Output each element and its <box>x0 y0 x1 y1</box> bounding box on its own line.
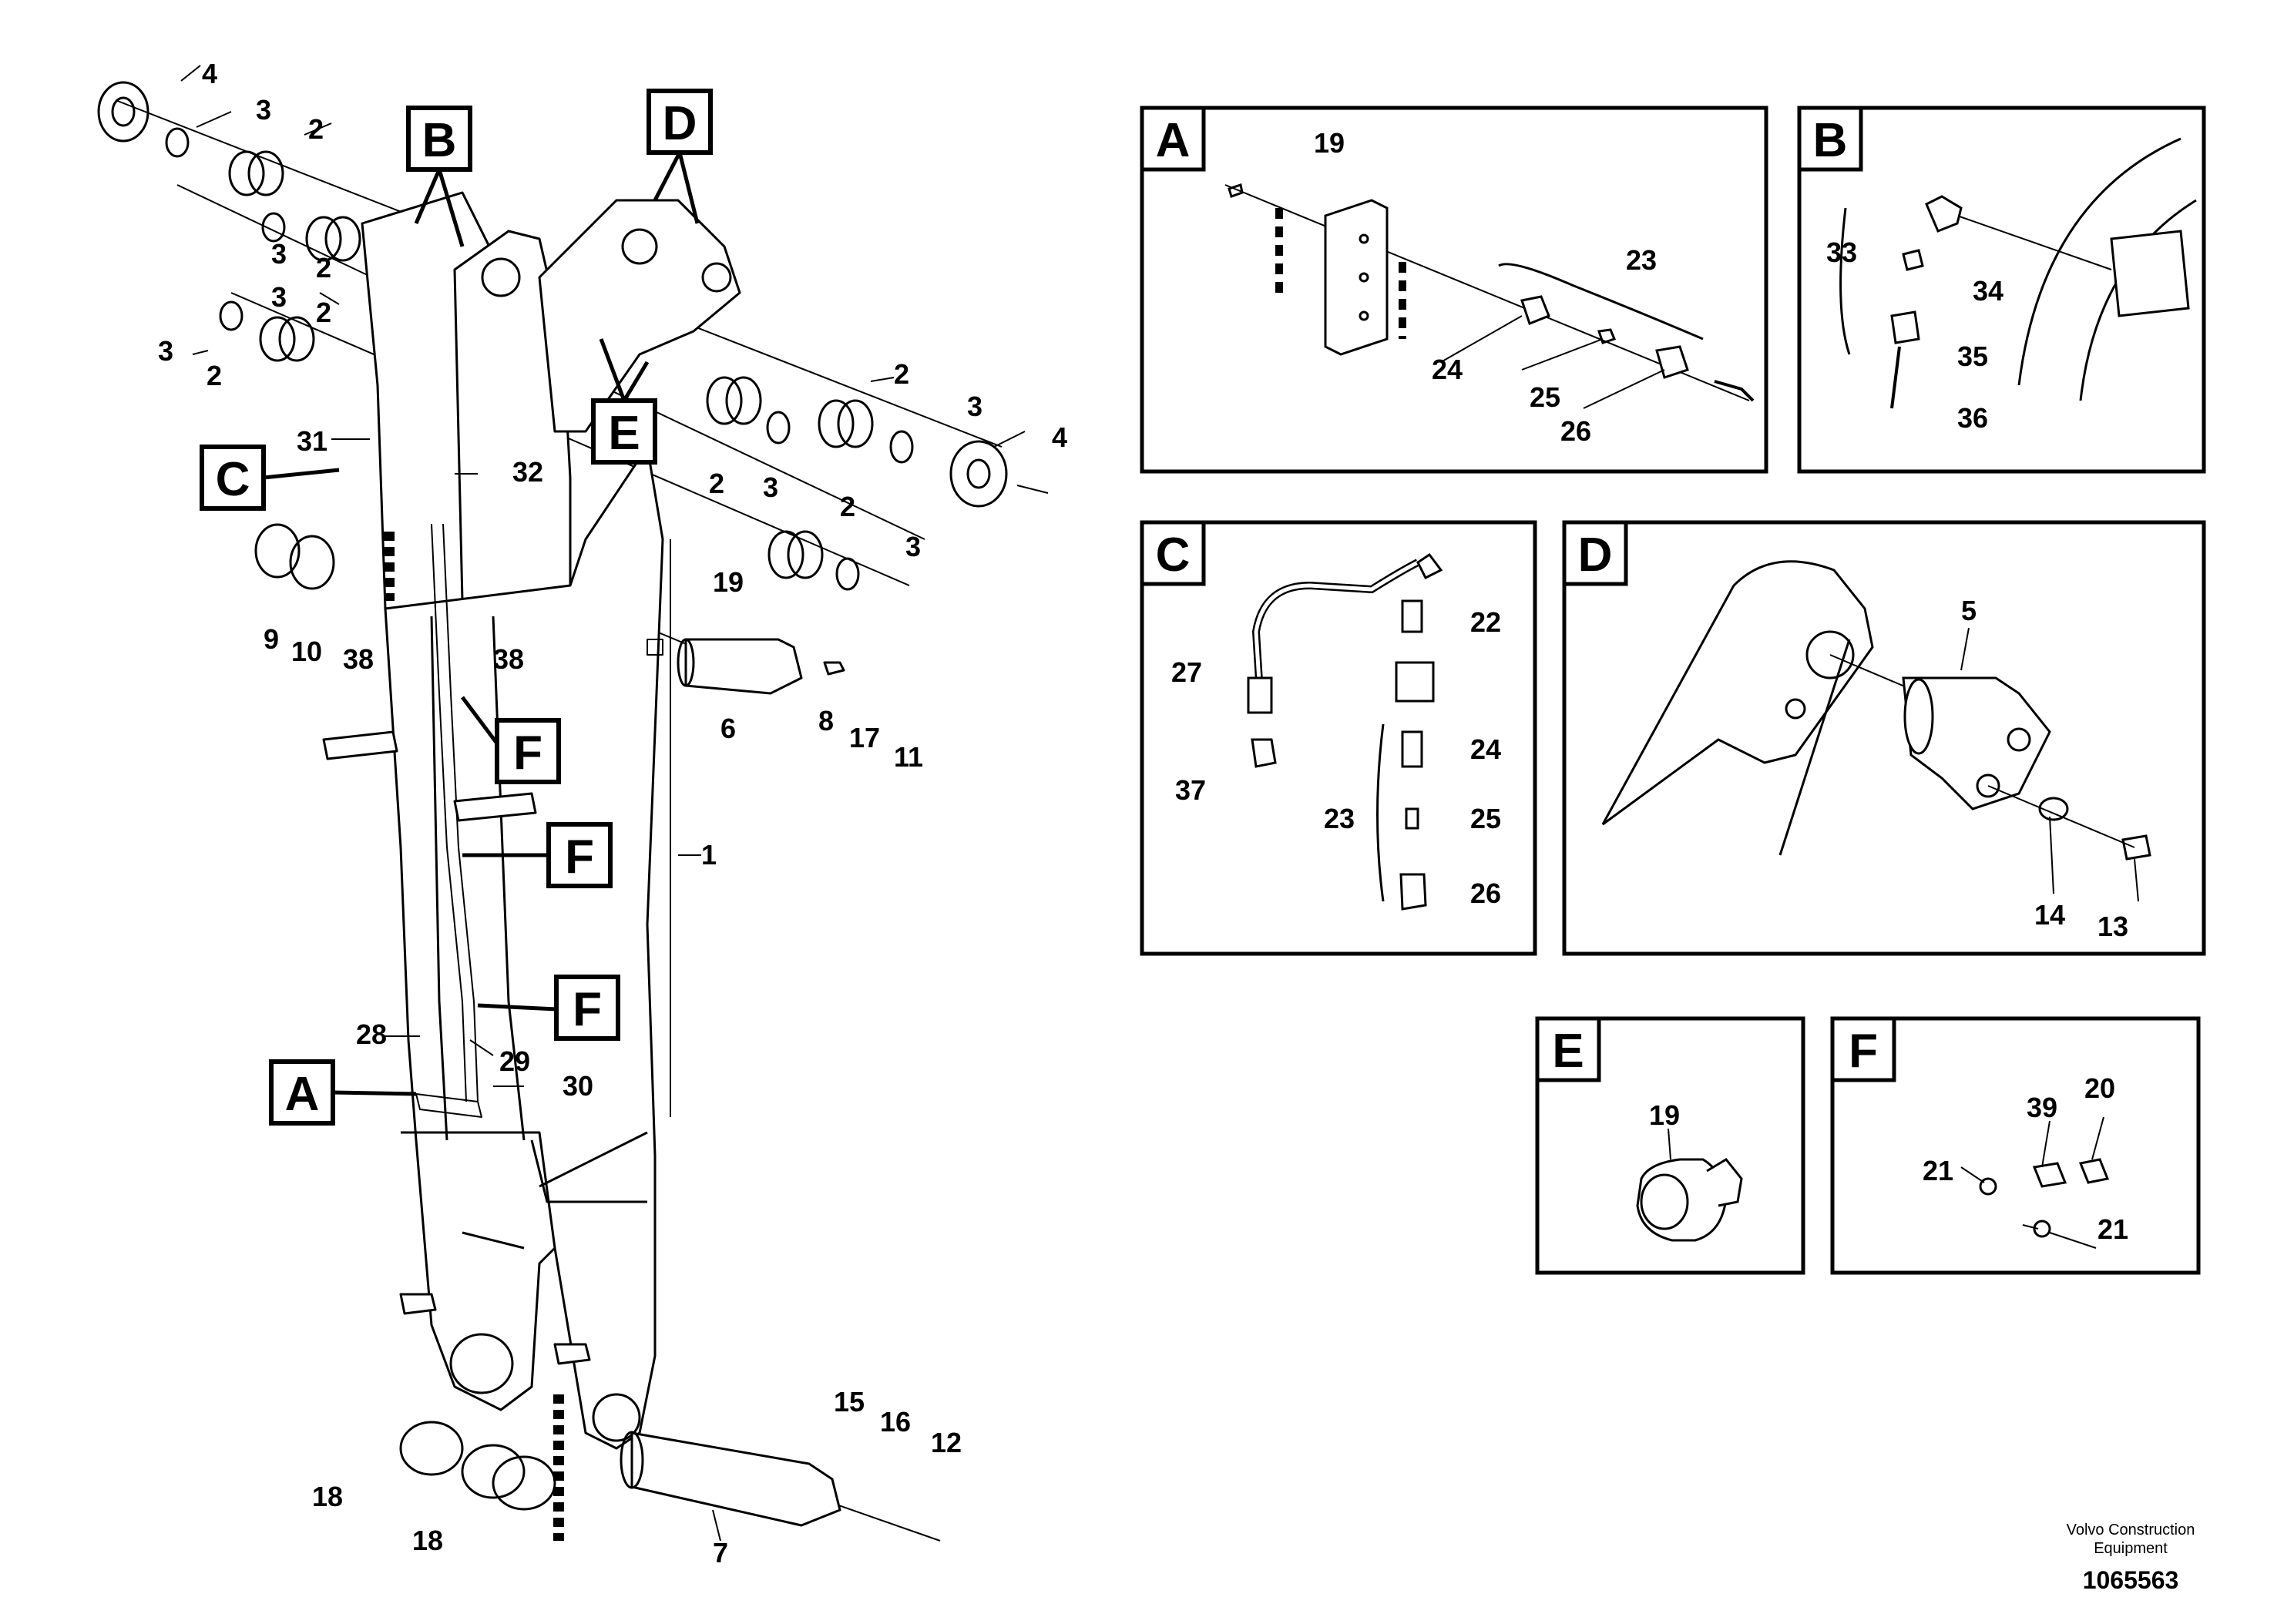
part-label: 2 <box>894 358 909 390</box>
part-label: 13 <box>2098 911 2128 942</box>
part-label: 34 <box>1973 275 2003 307</box>
callout-D-main: D <box>647 89 713 224</box>
detail-panel-E: E 19 <box>1535 1016 1805 1275</box>
part-label: 3 <box>905 531 921 562</box>
part-label: 17 <box>849 722 880 753</box>
part-label: 39 <box>2027 1092 2057 1123</box>
part-label: 3 <box>271 281 287 313</box>
callout-F-label: F <box>573 983 602 1036</box>
part-label: 36 <box>1957 402 1988 434</box>
part-label: 2 <box>207 360 222 391</box>
part-label: 25 <box>1470 803 1501 834</box>
callout-C-main: C <box>200 445 340 511</box>
part-label: 3 <box>271 238 287 270</box>
callout-F-main-3: F <box>477 975 620 1041</box>
part-label: 20 <box>2084 1072 2115 1104</box>
panel-A-title: A <box>1156 114 1191 167</box>
part-label: 24 <box>1432 354 1463 385</box>
part-label: 30 <box>563 1070 593 1102</box>
part-label: 4 <box>202 58 217 89</box>
callout-A-label: A <box>285 1068 320 1121</box>
callout-B-main: B <box>406 106 472 247</box>
part-label: 19 <box>1314 127 1345 159</box>
part-label: 2 <box>316 252 331 284</box>
part-label: 25 <box>1530 381 1560 413</box>
main-part-labels: 4 3 2 3 2 3 2 3 2 31 32 2 3 4 2 3 2 3 19… <box>158 58 1067 1569</box>
callout-C-label: C <box>216 453 250 506</box>
part-label: 2 <box>709 468 724 499</box>
callout-D-label: D <box>663 97 697 150</box>
part-label: 15 <box>834 1386 865 1418</box>
detail-panel-D: D 5 14 13 <box>1562 520 2206 956</box>
part-label: 35 <box>1957 341 1988 372</box>
part-label: 22 <box>1470 606 1501 638</box>
callout-F-label: F <box>513 726 542 780</box>
part-label: 18 <box>312 1481 343 1512</box>
part-label: 9 <box>264 623 279 655</box>
part-label: 32 <box>512 456 543 488</box>
part-label: 5 <box>1961 595 1977 626</box>
part-label: 26 <box>1470 877 1501 909</box>
callout-B-label: B <box>422 114 457 167</box>
part-label: 11 <box>894 741 923 773</box>
credit-line-2: Equipment <box>2094 1540 2168 1557</box>
panel-B-title: B <box>1813 114 1848 167</box>
part-label: 2 <box>308 113 324 145</box>
part-label: 28 <box>356 1018 387 1050</box>
main-callouts: B D C E F F F <box>200 89 713 1126</box>
part-label: 19 <box>713 566 744 598</box>
part-label: 26 <box>1560 415 1591 447</box>
panel-E-title: E <box>1552 1025 1584 1078</box>
part-label: 29 <box>499 1045 530 1077</box>
panel-C-title: C <box>1156 528 1191 582</box>
part-label: 37 <box>1175 774 1206 806</box>
part-label: 21 <box>1923 1155 1953 1186</box>
part-label: 38 <box>493 643 524 675</box>
part-label: 12 <box>931 1427 962 1458</box>
callout-E-main: E <box>591 338 657 465</box>
detail-panel-F: F 39 20 21 21 <box>1830 1016 2201 1275</box>
part-label: 21 <box>2098 1213 2128 1245</box>
part-label: 7 <box>713 1537 728 1569</box>
part-label: 27 <box>1171 656 1202 688</box>
boom-assembly <box>97 65 1049 1542</box>
part-label: 24 <box>1470 733 1501 765</box>
part-label: 10 <box>291 636 322 667</box>
panel-D-title: D <box>1578 528 1613 582</box>
part-label: 23 <box>1324 803 1355 834</box>
detail-panel-C: C 22 27 24 37 23 25 26 <box>1140 520 1537 956</box>
part-label: 23 <box>1626 244 1657 276</box>
credit-line-1: Volvo Construction <box>2067 1522 2195 1538</box>
part-label: 19 <box>1649 1099 1680 1131</box>
part-label: 38 <box>343 643 374 675</box>
panel-F-title: F <box>1849 1025 1878 1078</box>
part-label: 16 <box>880 1406 911 1438</box>
part-label: 3 <box>763 471 778 503</box>
callout-F-main-1: F <box>461 696 561 784</box>
callout-E-label: E <box>608 407 640 460</box>
callout-F-main-2: F <box>462 822 613 888</box>
callout-F-label: F <box>565 830 594 884</box>
part-label: 18 <box>412 1525 443 1556</box>
footer-credit: Volvo Construction Equipment 1065563 <box>2067 1522 2195 1594</box>
part-label: 3 <box>967 391 982 422</box>
detail-panel-A: A 19 23 24 25 26 <box>1140 106 1768 474</box>
part-label: 33 <box>1826 237 1857 268</box>
part-label: 4 <box>1052 421 1067 453</box>
part-label: 3 <box>158 335 173 367</box>
part-label: 14 <box>2034 899 2065 931</box>
part-label: 6 <box>720 713 736 744</box>
drawing-id: 1065563 <box>2083 1566 2179 1594</box>
callout-A-main: A <box>269 1059 417 1126</box>
part-label: 3 <box>256 94 271 126</box>
part-label: 1 <box>701 839 717 871</box>
part-label: 2 <box>840 491 855 522</box>
part-label: 2 <box>316 297 331 328</box>
part-label: 31 <box>297 425 327 457</box>
part-label: 8 <box>818 705 834 737</box>
detail-panel-B: B 33 34 35 36 <box>1797 106 2206 474</box>
